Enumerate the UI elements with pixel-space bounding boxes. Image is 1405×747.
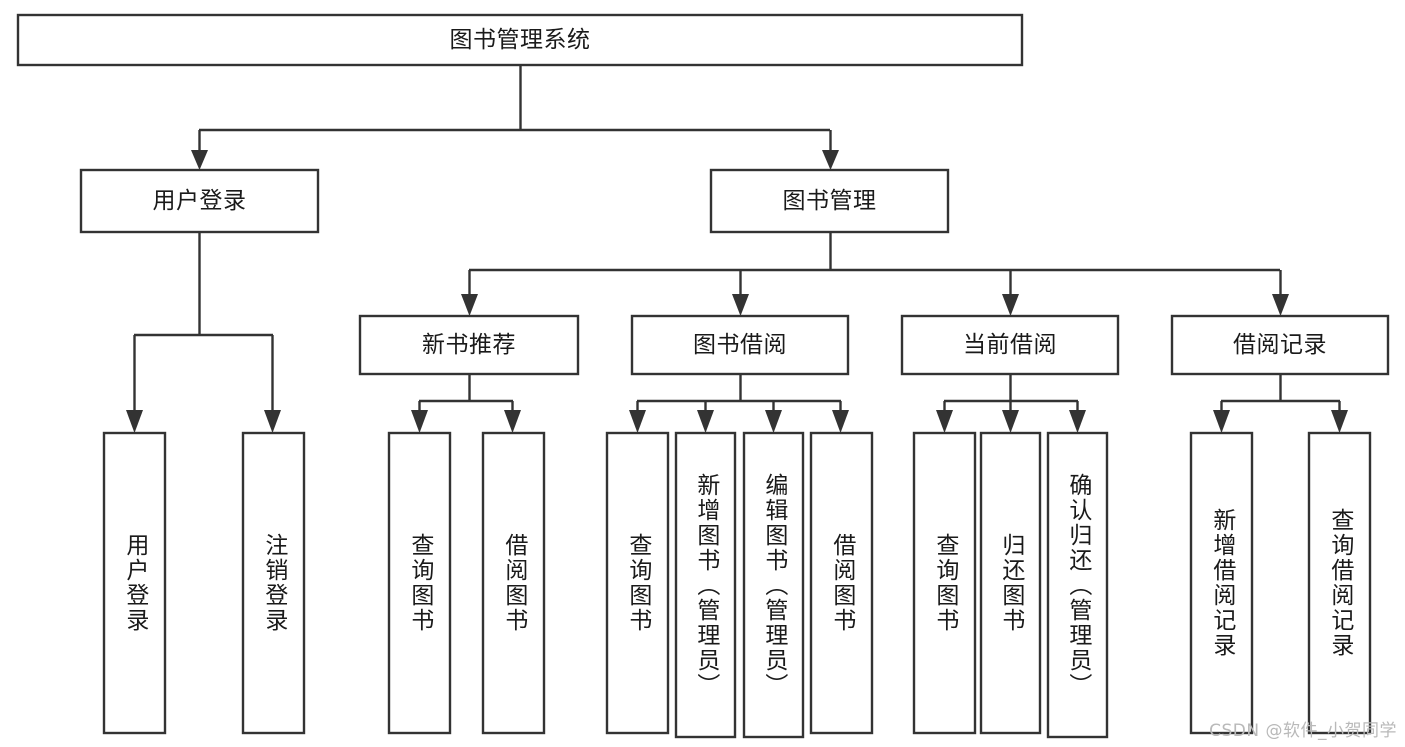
arrow-currentborrow-to-leaf2 [1002,410,1019,433]
connector-group-bookborrow [629,374,849,433]
arrow-root-to-bookmgmt [822,150,839,170]
node-box-current-borrow[interactable] [900,314,1120,376]
node-box-root[interactable] [16,13,1024,67]
arrow-borrowrecord-to-leaf1 [1213,410,1230,433]
arrow-root-to-login [191,150,208,170]
connector-group-newbook [411,374,521,433]
connector-group-login [126,232,281,433]
arrow-bookmgmt-to-newbook [461,294,478,316]
arrow-bookborrow-to-leaf1 [629,410,646,433]
node-box-leaf-return-book[interactable] [979,431,1042,735]
arrow-currentborrow-to-leaf3 [1069,410,1086,433]
node-box-leaf-query-book-2[interactable] [605,431,670,735]
connector-group-bookmgmt [461,232,1289,316]
node-box-leaf-add-book[interactable] [674,431,737,739]
arrow-bookborrow-to-leaf2 [697,410,714,433]
node-box-leaf-borrow-book-2[interactable] [809,431,874,735]
node-box-leaf-confirm-return[interactable] [1046,431,1109,739]
node-box-login[interactable] [79,168,320,234]
arrow-bookmgmt-to-borrowrecord [1272,294,1289,316]
connector-group-borrowrecord [1213,374,1348,433]
node-box-leaf-add-record[interactable] [1189,431,1254,735]
arrow-bookmgmt-to-bookborrow [732,294,749,316]
csdn-watermark: CSDN @软件_小贺同学 [1209,721,1397,741]
node-box-book-borrow[interactable] [630,314,850,376]
arrow-bookmgmt-to-currentborrow [1002,294,1019,316]
node-box-book-mgmt[interactable] [709,168,950,234]
node-box-leaf-query-record[interactable] [1307,431,1372,735]
node-box-leaf-query-book-1[interactable] [387,431,452,735]
node-box-leaf-query-book-3[interactable] [912,431,977,735]
node-box-leaf-user-login[interactable] [102,431,167,735]
arrow-borrowrecord-to-leaf2 [1331,410,1348,433]
arrow-login-to-leaf1 [126,410,143,433]
arrow-newbook-to-leaf2 [504,410,521,433]
node-box-new-book-rec[interactable] [358,314,580,376]
arrow-bookborrow-to-leaf3 [765,410,782,433]
node-box-leaf-logout[interactable] [241,431,306,735]
node-box-leaf-borrow-book-1[interactable] [481,431,546,735]
connector-group-root [191,65,839,170]
connector-group-currentborrow [936,374,1086,433]
arrow-currentborrow-to-leaf1 [936,410,953,433]
node-box-leaf-edit-book[interactable] [742,431,805,739]
arrow-newbook-to-leaf1 [411,410,428,433]
node-box-borrow-record[interactable] [1170,314,1390,376]
arrow-bookborrow-to-leaf4 [832,410,849,433]
arrow-login-to-leaf2 [264,410,281,433]
